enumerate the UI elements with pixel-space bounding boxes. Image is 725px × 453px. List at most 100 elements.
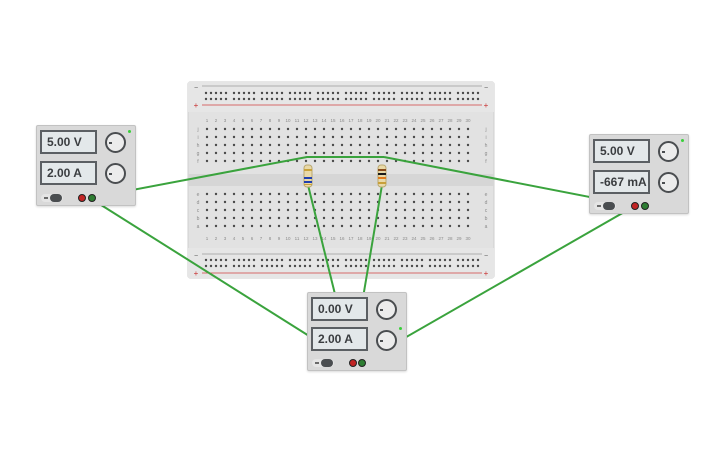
rail-hole[interactable] [359,258,363,262]
rail-hole[interactable] [428,97,432,101]
power-switch[interactable] [41,194,63,202]
terminal-hole[interactable] [214,216,218,220]
rail-hole[interactable] [331,97,335,101]
terminal-hole[interactable] [313,200,317,204]
rail-hole[interactable] [293,97,297,101]
terminal-hole[interactable] [412,159,416,163]
rail-hole[interactable] [275,97,279,101]
terminal-hole[interactable] [385,216,389,220]
rail-hole[interactable] [237,91,241,95]
rail-hole[interactable] [392,91,396,95]
terminal-hole[interactable] [250,192,254,196]
terminal-hole[interactable] [232,151,236,155]
terminal-hole[interactable] [286,143,290,147]
rail-hole[interactable] [214,97,218,101]
terminal-hole[interactable] [358,135,362,139]
rail-hole[interactable] [456,264,460,268]
rail-hole[interactable] [242,258,246,262]
terminal-hole[interactable] [385,192,389,196]
rail-hole[interactable] [420,264,424,268]
terminal-hole[interactable] [358,159,362,163]
terminal-hole[interactable] [457,127,461,131]
terminal-hole[interactable] [430,127,434,131]
rail-hole[interactable] [382,258,386,262]
rail-hole[interactable] [420,91,424,95]
rail-hole[interactable] [265,258,269,262]
rail-hole[interactable] [476,264,480,268]
rail-hole[interactable] [214,91,218,95]
rail-hole[interactable] [247,91,251,95]
terminal-hole[interactable] [232,224,236,228]
terminal-hole[interactable] [394,200,398,204]
rail-hole[interactable] [456,97,460,101]
terminal-hole[interactable] [250,127,254,131]
terminal-hole[interactable] [250,135,254,139]
terminal-hole[interactable] [457,216,461,220]
terminal-hole[interactable] [385,208,389,212]
terminal-hole[interactable] [250,159,254,163]
terminal-hole[interactable] [268,127,272,131]
terminal-hole[interactable] [412,216,416,220]
rail-hole[interactable] [476,97,480,101]
terminal-hole[interactable] [457,151,461,155]
breadboard[interactable]: −−++−−++11223344556677889910101111121213… [187,81,495,279]
terminal-hole[interactable] [340,192,344,196]
terminal-hole[interactable] [268,208,272,212]
rail-hole[interactable] [242,97,246,101]
rail-hole[interactable] [364,91,368,95]
rail-hole[interactable] [247,258,251,262]
terminal-hole[interactable] [241,143,245,147]
rail-hole[interactable] [214,264,218,268]
rail-hole[interactable] [354,264,358,268]
rail-hole[interactable] [293,258,297,262]
terminal-hole[interactable] [421,224,425,228]
rail-hole[interactable] [209,97,213,101]
terminal-hole[interactable] [412,208,416,212]
terminal-hole[interactable] [349,208,353,212]
terminal-hole[interactable] [214,192,218,196]
terminal-hole[interactable] [448,216,452,220]
terminal-hole[interactable] [214,200,218,204]
terminal-hole[interactable] [358,151,362,155]
terminal-hole[interactable] [241,224,245,228]
rail-hole[interactable] [476,258,480,262]
rail-hole[interactable] [237,258,241,262]
rail-hole[interactable] [288,264,292,268]
terminal-hole[interactable] [232,200,236,204]
terminal-hole[interactable] [385,151,389,155]
terminal-hole[interactable] [286,192,290,196]
rail-hole[interactable] [321,258,325,262]
rail-hole[interactable] [349,97,353,101]
terminal-hole[interactable] [331,151,335,155]
wire-left-supply-to-row-f[interactable] [89,156,384,199]
rail-hole[interactable] [466,97,470,101]
rail-hole[interactable] [344,91,348,95]
rail-hole[interactable] [443,97,447,101]
rail-hole[interactable] [308,97,312,101]
rail-hole[interactable] [349,258,353,262]
terminal-hole[interactable] [322,159,326,163]
terminal-hole[interactable] [403,208,407,212]
rail-hole[interactable] [275,258,279,262]
terminal-hole[interactable] [304,200,308,204]
current-knob[interactable] [658,172,679,193]
terminal-hole[interactable] [232,143,236,147]
rail-hole[interactable] [336,264,340,268]
terminal-hole[interactable] [376,151,380,155]
rail-hole[interactable] [252,258,256,262]
terminal-hole[interactable] [259,135,263,139]
terminal-hole[interactable] [349,151,353,155]
rail-hole[interactable] [354,91,358,95]
terminal-hole[interactable] [277,200,281,204]
terminal-hole[interactable] [358,200,362,204]
terminal-hole[interactable] [313,135,317,139]
rail-hole[interactable] [415,97,419,101]
terminal-hole[interactable] [430,208,434,212]
rail-hole[interactable] [387,264,391,268]
terminal-hole[interactable] [250,200,254,204]
rail-hole[interactable] [232,97,236,101]
terminal-hole[interactable] [421,200,425,204]
rail-hole[interactable] [224,91,228,95]
terminal-hole[interactable] [232,135,236,139]
terminal-hole[interactable] [439,159,443,163]
